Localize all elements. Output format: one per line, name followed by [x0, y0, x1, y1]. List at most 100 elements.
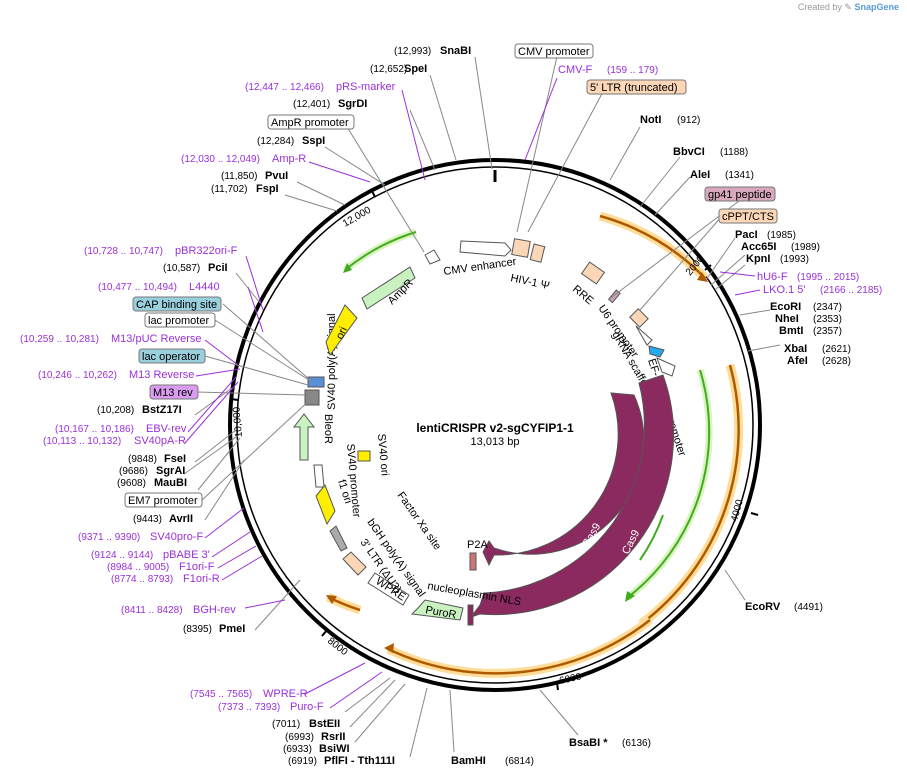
cppt-box: [629, 308, 649, 328]
u6-promoter-arrow: [635, 325, 653, 346]
primer-labels: CMV-F (159 .. 179) (12,447 .. 12,466) pR…: [20, 64, 882, 713]
site-noti: NotI: [640, 114, 661, 126]
site-bbvci: BbvCI: [673, 146, 705, 158]
snapgene-logo-icon: ✎: [844, 2, 852, 12]
sv40-ori-box: [357, 450, 371, 462]
bleor-arrow: [292, 413, 316, 461]
site-sgrai: SgrAI: [156, 465, 185, 477]
label-m13-rev: M13 rev: [153, 387, 193, 399]
site-alei: AleI: [690, 169, 710, 181]
feature-sv40-ori: SV40 ori: [375, 433, 391, 476]
bgh-box: [329, 525, 348, 552]
site-bsabi: BsaBI *: [569, 737, 608, 749]
primer-sv40pa-r-pos: (10,113 .. 10,132): [43, 436, 121, 447]
ltr-box-2: [529, 243, 546, 263]
lac-box: [307, 376, 325, 388]
ltr-box: [511, 238, 531, 258]
site-snabi: SnaBI: [440, 45, 471, 57]
primer-l4440-pos: (10,477 .. 10,494): [98, 282, 177, 293]
site-ecorv-pos: (4491): [794, 602, 823, 613]
site-bsiwi: BsiWI: [319, 743, 350, 755]
wpre-box: [367, 572, 410, 606]
label-lac-operator: lac operator: [142, 351, 200, 363]
site-alei-pos: (1341): [725, 170, 754, 181]
ltr3-box: [342, 551, 367, 576]
label-ampr-promoter: AmpR promoter: [271, 117, 349, 129]
site-bstz17i-pos: (10,208): [97, 405, 134, 416]
ef1a-arrow: [656, 357, 676, 377]
plasmid-name: lentiCRISPR v2-sgCYFIP1-1: [416, 421, 574, 435]
primer-prs-marker-pos: (12,447 .. 12,466): [245, 82, 324, 93]
cmv-enhancer-arrow: [459, 240, 512, 257]
feature-hiv1-psi: HIV-1 Ψ: [509, 272, 550, 292]
site-ecori-pos: (2347): [813, 302, 842, 313]
ori-arrow: [325, 304, 358, 357]
site-pmei: PmeI: [219, 623, 245, 635]
primer-hu6-f: hU6-F: [757, 271, 788, 283]
site-fsei-pos: (9848): [128, 454, 157, 465]
site-sgrai-pos: (9686): [119, 466, 148, 477]
primer-cmv-f-pos: (159 .. 179): [607, 65, 658, 76]
site-rsrii: RsrII: [321, 731, 345, 743]
feature-rre: RRE: [570, 283, 596, 307]
site-rsrii-pos: (6993): [285, 732, 314, 743]
puror-arrow: [410, 599, 464, 621]
site-pvui-pos: (11,850): [221, 171, 258, 182]
site-kpni-pos: (1993): [780, 254, 809, 265]
site-bamhi: BamHI: [451, 755, 486, 767]
site-bsabi-pos: (6136): [622, 738, 651, 749]
site-afei-pos: (2628): [822, 356, 851, 367]
primer-hu6-f-pos: (1995 .. 2015): [797, 272, 859, 283]
site-noti-pos: (912): [677, 115, 700, 126]
primer-sv40pro-f: SV40pro-F: [150, 531, 203, 543]
site-bsteii: BstEII: [309, 718, 340, 730]
nls-box: [467, 604, 474, 626]
ampr-promoter-arrow: [424, 249, 441, 265]
grna-scaffold-box: [648, 345, 665, 358]
primer-pbr322ori-f: pBR322ori-F: [175, 245, 238, 257]
primer-puro-f: Puro-F: [290, 701, 324, 713]
feature-ori: ori: [334, 325, 350, 341]
p2a-box: [469, 552, 477, 571]
site-pflfi-pos: (6919): [288, 756, 317, 767]
site-fsei: FseI: [164, 453, 186, 465]
site-fspi-pos: (11,702): [211, 184, 248, 195]
primer-pbabe3: pBABE 3': [163, 549, 210, 561]
boxed-labels: CMV promoter 5' LTR (truncated) gp41 pep…: [124, 43, 778, 508]
credit-prefix: Created by: [797, 2, 842, 12]
credit-brand: SnapGene: [854, 2, 899, 12]
label-5ltr-truncated: 5' LTR (truncated): [590, 82, 677, 94]
feature-bleor: BleoR: [322, 414, 334, 444]
f1-ori-arrow: [315, 484, 336, 526]
feature-factor-xa: Factor Xa site: [395, 490, 444, 552]
site-pflfi-tth111i: PflFI - Tth111I: [324, 755, 395, 767]
primer-amp-r-pos: (12,030 .. 12,049): [181, 154, 260, 165]
primer-f1ori-r-pos: (8774 .. 8793): [111, 574, 173, 585]
plasmid-length: 13,013 bp: [471, 436, 520, 448]
site-sgrdi-pos: (12,401): [293, 99, 330, 110]
feature-p2a: P2A: [467, 539, 488, 551]
primer-f1ori-r: F1ori-R: [183, 573, 220, 585]
site-maubi: MauBI: [154, 477, 187, 489]
site-bmti: BmtI: [779, 325, 803, 337]
primer-prs-marker: pRS-marker: [336, 81, 396, 93]
site-xbai: XbaI: [784, 343, 807, 355]
sv40-promoter-arrow: [313, 464, 325, 488]
site-sspi: SspI: [302, 135, 325, 147]
site-sgrdi: SgrDI: [338, 98, 367, 110]
cas9-outer-arc: [469, 374, 675, 618]
outer-tracks: [325, 211, 744, 678]
tick-label-8000: 8000: [325, 636, 350, 659]
primer-lko1-5: LKO.1 5': [763, 284, 805, 296]
primer-m13puc-reverse: M13/pUC Reverse: [111, 333, 201, 345]
site-bsteii-pos: (7011): [272, 719, 300, 730]
site-ecorv: EcoRV: [745, 601, 781, 613]
site-bmti-pos: (2357): [813, 326, 842, 337]
primer-bgh-rev: BGH-rev: [193, 604, 236, 616]
site-maubi-pos: (9608): [117, 478, 146, 489]
primer-wpre-r-pos: (7545 .. 7565): [190, 689, 252, 700]
primer-leader-lines: [184, 77, 761, 709]
site-paci: PacI: [735, 229, 758, 241]
primer-f1ori-f-pos: (8984 .. 9005): [107, 562, 169, 573]
primer-puro-f-pos: (7373 .. 7393): [218, 702, 280, 713]
